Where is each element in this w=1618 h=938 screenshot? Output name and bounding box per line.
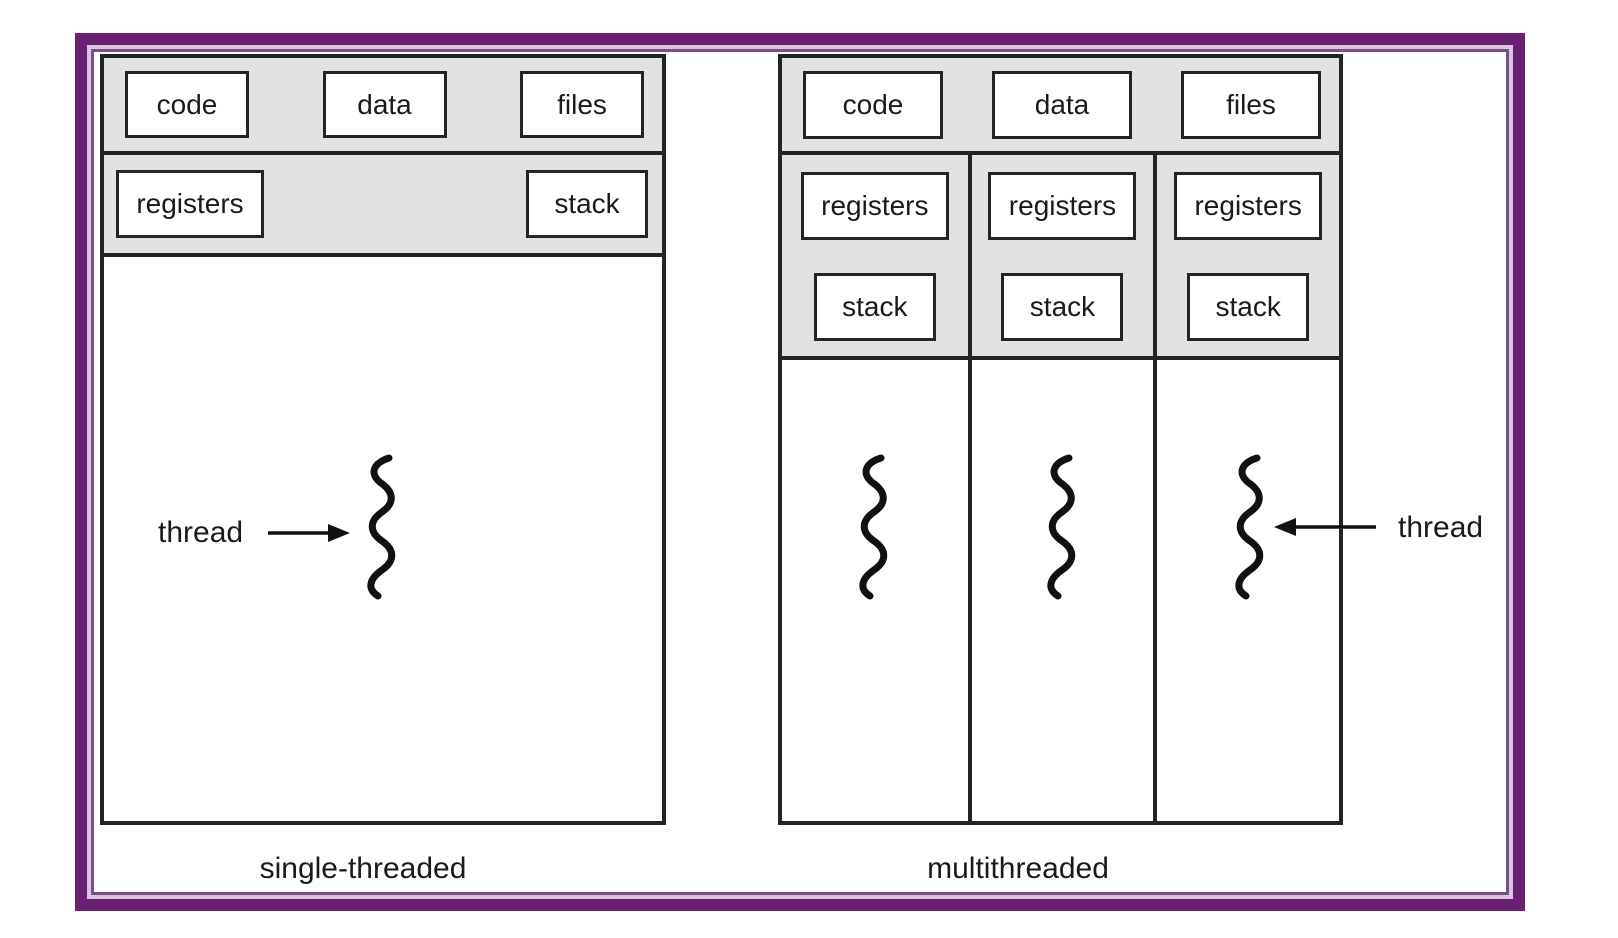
single-threaded-caption: single-threaded — [259, 852, 467, 885]
thread-squiggle-icon — [367, 454, 396, 600]
registers-label: registers — [1008, 190, 1117, 221]
code-box: code — [125, 71, 249, 138]
files-box: files — [520, 71, 644, 138]
single-shared-band: code data files — [104, 58, 662, 155]
thread-squiggle-icon — [1235, 454, 1264, 600]
stack-box: stack — [1001, 273, 1124, 341]
multithreaded-process-box: code data files registers stack — [778, 54, 1343, 825]
stack-box: stack — [813, 273, 936, 341]
single-thread-label: thread — [158, 516, 244, 549]
multithreaded-caption: multithreaded — [927, 852, 1109, 885]
thread-column-3: registers stack — [1153, 155, 1339, 821]
single-registers-band: registers stack — [104, 155, 662, 257]
thread-column-1: registers stack — [782, 155, 968, 821]
thread-column-2-state: registers stack — [971, 155, 1154, 360]
thread-column-1-area — [782, 360, 968, 821]
data-label: data — [357, 88, 412, 120]
multi-thread-columns: registers stack registers stack — [782, 155, 1339, 821]
registers-box: registers — [1174, 172, 1323, 240]
thread-arrow-left-icon — [1274, 518, 1376, 536]
stack-label: stack — [842, 291, 908, 322]
code-box: code — [803, 70, 943, 139]
stack-box: stack — [1187, 273, 1310, 341]
registers-label: registers — [821, 190, 929, 221]
files-label: files — [1226, 88, 1276, 120]
registers-box: registers — [116, 170, 264, 238]
data-box: data — [992, 70, 1132, 139]
thread-arrow-right-icon — [268, 524, 350, 542]
thread-column-3-area — [1157, 360, 1339, 821]
files-box: files — [1181, 70, 1321, 139]
data-label: data — [1034, 88, 1090, 120]
code-label: code — [156, 88, 218, 120]
thread-column-1-state: registers stack — [782, 155, 968, 360]
multi-thread-label: thread — [1398, 511, 1484, 544]
multi-shared-band: code data files — [782, 58, 1339, 155]
stack-box: stack — [526, 170, 648, 238]
files-label: files — [557, 88, 607, 120]
registers-label: registers — [136, 188, 244, 219]
stack-label: stack — [554, 188, 620, 219]
registers-box: registers — [988, 172, 1137, 240]
thread-column-2: registers stack — [967, 155, 1154, 821]
data-box: data — [322, 71, 447, 138]
code-label: code — [842, 88, 904, 120]
stack-label: stack — [1029, 291, 1096, 322]
registers-label: registers — [1194, 190, 1302, 221]
thread-column-3-state: registers stack — [1157, 155, 1339, 360]
thread-squiggle-icon — [1047, 454, 1076, 600]
thread-column-2-area — [971, 360, 1154, 821]
single-threaded-process-box: code data files registers stack — [100, 54, 666, 825]
thread-squiggle-icon — [859, 454, 888, 600]
registers-box: registers — [800, 172, 949, 240]
stack-label: stack — [1215, 291, 1281, 322]
